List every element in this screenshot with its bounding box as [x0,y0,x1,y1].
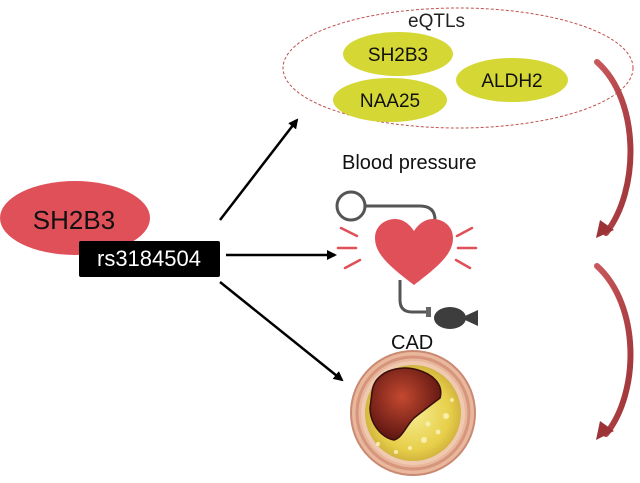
snp-label: rs3184504 [97,246,201,271]
arrow-to-eqtls [219,118,299,221]
svg-text:NAA25: NAA25 [360,91,420,112]
gene-node: SH2B3 [0,181,150,255]
eqtl-title: eQTLs [408,11,465,32]
side-arrow-lower [594,263,634,440]
side-arrow-upper [594,59,634,238]
cad-title: CAD [391,332,433,354]
artery-plaque-cross-section-icon [350,350,476,476]
snp-node: rs3184504 [79,241,220,277]
svg-text:SH2B3: SH2B3 [368,45,428,66]
arrow-to-cad [219,281,344,382]
gene-label: SH2B3 [33,205,115,235]
svg-text:ALDH2: ALDH2 [481,71,542,92]
eqtl-gene-sh2b3: SH2B3 [343,32,453,76]
eqtl-gene-aldh2: ALDH2 [456,58,568,102]
blood-pressure-title: Blood pressure [342,152,477,174]
blood-pressure-cuff-heart-icon [335,190,478,329]
eqtl-gene-naa25: NAA25 [333,78,447,122]
